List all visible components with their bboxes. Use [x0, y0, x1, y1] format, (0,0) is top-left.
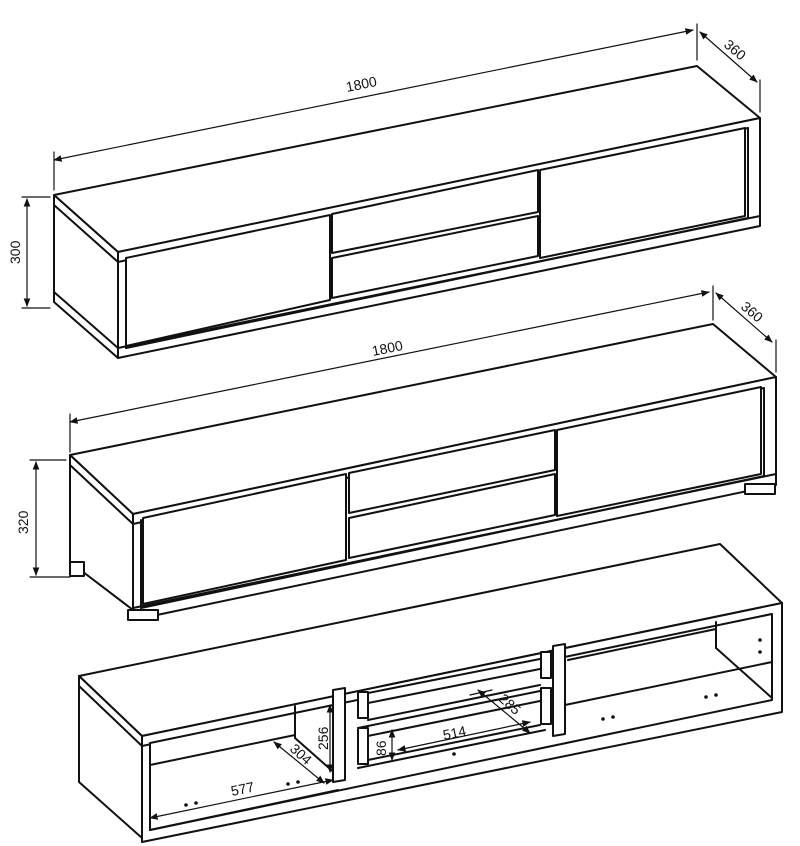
inner-height-label: 256	[315, 726, 331, 750]
cabinet-middle-foot-front-left	[127, 609, 159, 621]
cabinet-top-lower-drawer	[331, 215, 539, 299]
middle-width-label: 1800	[370, 337, 404, 359]
cabinet-bottom-side	[78, 675, 143, 839]
cabinet-middle-foot-back-left	[69, 561, 85, 577]
drawer-height-label: 86	[373, 740, 389, 756]
cabinet-middle-lower-drawer	[348, 473, 556, 559]
cabinet-bottom-divider-right	[552, 643, 566, 737]
cabinet-middle-upper-drawer	[348, 429, 556, 514]
top-depth-label: 360	[721, 36, 749, 63]
bracket-4	[540, 687, 552, 725]
inner-width-label: 577	[229, 779, 255, 799]
cabinet-middle-left-door	[142, 473, 347, 605]
middle-height-label: 320	[15, 510, 31, 534]
cabinet-top-upper-drawer	[331, 169, 539, 254]
cabinet-middle-foot-back-right	[744, 483, 776, 495]
top-height-label: 300	[7, 240, 23, 264]
bracket-2	[357, 727, 369, 765]
top-width-label: 1800	[344, 73, 378, 95]
cabinet-bottom-divider-left	[332, 687, 346, 783]
middle-depth-label: 360	[738, 298, 766, 325]
bracket-3	[540, 651, 552, 679]
cabinet-top	[53, 65, 761, 359]
drawer-width-label: 514	[441, 723, 467, 743]
bracket-1	[357, 691, 369, 719]
